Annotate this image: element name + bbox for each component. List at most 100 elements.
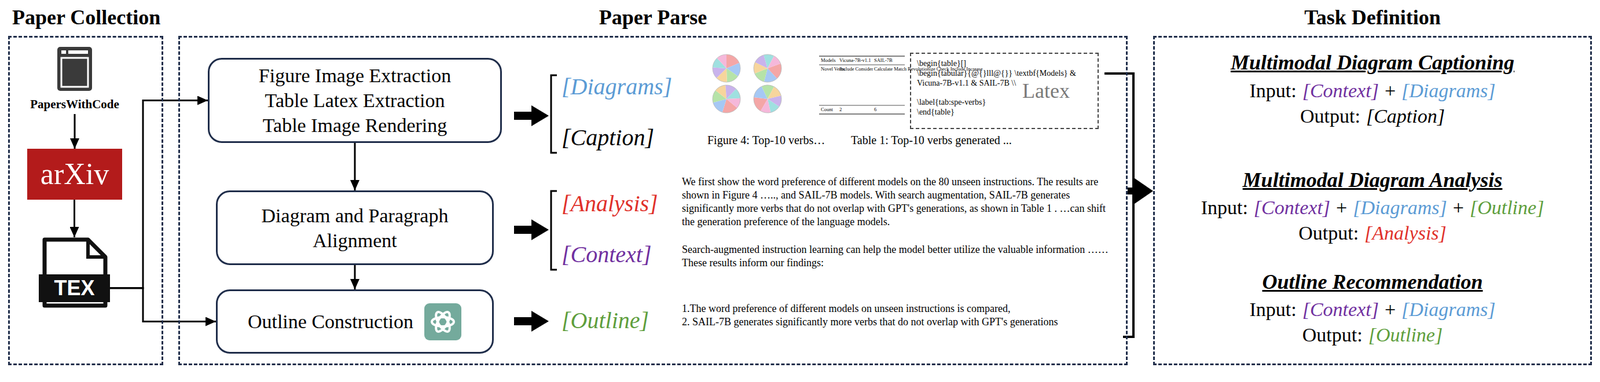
label-row: Table 1: Top-10 verbs generated ... [850, 133, 1012, 148]
data-token: [Outline] [1368, 323, 1443, 348]
process-box: Outline Construction [215, 289, 494, 354]
node-text: Diagram and Paragraph Alignment [228, 203, 482, 253]
connector-arrow [74, 114, 76, 149]
task-text: Input: [1249, 78, 1297, 104]
label-row: Output:[Caption] [1153, 104, 1592, 129]
pie-charts [706, 50, 787, 119]
label-row: [Analysis] [561, 189, 659, 218]
table-rule [819, 55, 905, 57]
connector-arrow [354, 265, 357, 290]
label-row: [Caption] [561, 123, 655, 152]
label-row: Input:[Context]+[Diagrams] [1153, 78, 1592, 104]
label-row: [Outline] [561, 306, 649, 335]
node-text: arXiv [40, 156, 109, 192]
data-token: [Context] [1253, 195, 1331, 220]
data-token: [Diagrams] [1352, 195, 1447, 220]
label-row: Output:[Outline] [1153, 323, 1592, 348]
pie-chart [748, 79, 787, 119]
label-row: Output:[Analysis] [1153, 221, 1592, 246]
paragraph: 2. SAIL-7B generates significantly more … [681, 315, 1117, 329]
node-text: PapersWithCode [30, 96, 120, 112]
block-arrow [514, 105, 549, 127]
data-token: [Outline] [561, 306, 649, 335]
data-token: [Analysis] [561, 189, 659, 218]
bracket [551, 75, 557, 153]
watermark: Latex [1022, 79, 1070, 103]
label-row: [Context] [561, 240, 652, 269]
source-site: PapersWithCode [16, 44, 133, 115]
node-text: Table Image Rendering [262, 112, 448, 138]
tex-file: TEX [38, 237, 110, 308]
bracket [1104, 73, 1134, 337]
panel-heading: Task Definition [1154, 5, 1591, 30]
data-token: [Analysis] [1364, 221, 1447, 246]
data-token: [Diagrams] [561, 72, 673, 101]
node-text: Outline Construction [247, 309, 414, 335]
label-row: 2 [839, 106, 842, 113]
browser-icon [56, 45, 94, 93]
block-arrow [514, 219, 549, 241]
panel-heading: Paper Parse [180, 5, 1126, 30]
data-token: [Caption] [561, 123, 655, 152]
arxiv-logo: arXiv [27, 148, 123, 200]
panel-heading: Paper Collection [12, 5, 161, 30]
table-rule [819, 113, 905, 115]
label-row: Multimodal Diagram Captioning [1153, 49, 1592, 76]
task-text: + [1452, 195, 1464, 220]
label-row: Search-augmented instruction learning ca… [681, 243, 1114, 270]
label-row: [Diagrams] [561, 72, 673, 101]
task-text: + [1384, 78, 1396, 104]
collection-panel: Paper CollectionPapersWithCodearXivTEX [8, 35, 164, 366]
task-text: Input: [1249, 297, 1297, 322]
label-row: 1.The word preference of different model… [681, 302, 1117, 329]
node-text: TEX [38, 274, 110, 303]
connector-arrow [109, 100, 208, 289]
label-row: Count [820, 106, 833, 113]
table-cell: Vicuna-7B-v1.1 [839, 57, 872, 64]
connector-arrow [73, 199, 76, 238]
task-text: Output: [1302, 323, 1363, 348]
process-box: Diagram and Paragraph Alignment [215, 190, 494, 266]
table-cell: Calculate Match Revolutionize Check Incl… [874, 65, 983, 73]
pie-chart [712, 54, 741, 83]
connector-arrow [1127, 187, 1142, 195]
pie-chart [706, 79, 747, 119]
label-row: Outline Recommendation [1153, 269, 1592, 295]
paragraph: 1.The word preference of different model… [681, 302, 1117, 316]
label-row: Include Consider [839, 65, 873, 73]
figure-caption: Figure 4: Top-10 verbs… [707, 133, 825, 148]
data-token: [Outline] [1469, 195, 1544, 220]
block-arrows [514, 105, 549, 332]
data-token: [Context] [1302, 78, 1379, 104]
task-heading: Outline Recommendation [1261, 269, 1483, 295]
data-token: [Caption] [1366, 104, 1445, 129]
label-row: Multimodal Diagram Analysis [1153, 167, 1592, 193]
task-text: Input: [1201, 195, 1249, 220]
chatgpt-logo [423, 302, 462, 341]
task-text: + [1384, 297, 1396, 322]
table-cell: Models [820, 57, 836, 64]
label-row: Models [820, 57, 836, 64]
label-row: 6 [874, 106, 877, 113]
label-row: Input:[Context]+[Diagrams]+[Outline] [1153, 195, 1592, 220]
bracket [551, 191, 557, 270]
data-token: [Diagrams] [1401, 297, 1496, 322]
label-row: Calculate Match Revolutionize Check Incl… [874, 65, 983, 73]
block-arrow [514, 310, 549, 332]
label-row: Figure 4: Top-10 verbs… [707, 133, 825, 148]
label-row: SAIL-7B [874, 57, 893, 64]
data-token: [Context] [561, 240, 652, 269]
table-rule [819, 105, 905, 106]
data-token: [Diagrams] [1401, 78, 1496, 104]
paragraph: Search-augmented instruction learning ca… [681, 243, 1114, 270]
task-text: Output: [1298, 221, 1359, 246]
table-cell: 2 [839, 106, 842, 113]
node-text: \end{table} [916, 107, 1092, 117]
node-text: Table Latex Extraction [264, 87, 445, 113]
table-rules [819, 56, 905, 115]
table-cell: Count [820, 106, 833, 113]
brackets [551, 73, 1134, 337]
latex-snippet: \begin{table}[]\begin{tabular}{@{}lll@{}… [909, 52, 1099, 130]
data-token: [Context] [1302, 297, 1379, 322]
